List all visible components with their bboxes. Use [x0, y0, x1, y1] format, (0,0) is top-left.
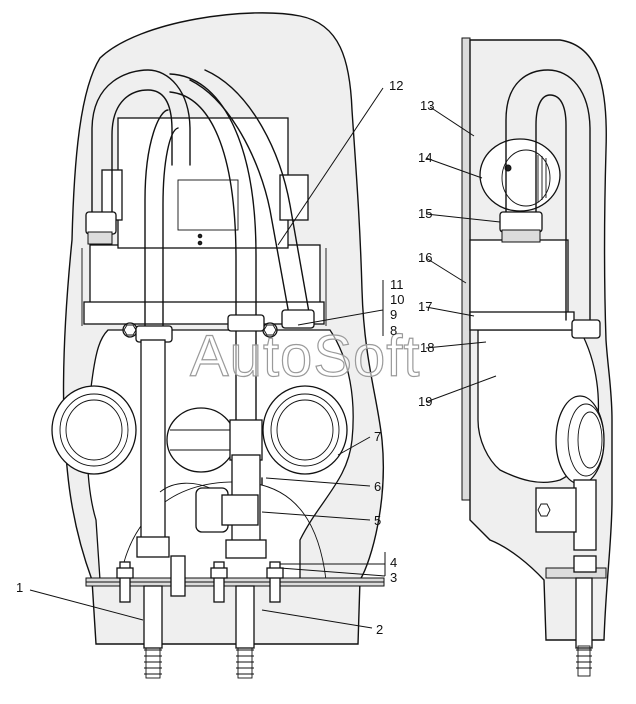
side-fan [479, 138, 561, 212]
watermark-text: AutoSoft [190, 324, 420, 389]
floor-plate-front [85, 555, 385, 679]
callout-13: 13 [420, 98, 434, 113]
center-port [166, 407, 236, 473]
callout-19: 19 [418, 394, 432, 409]
callout-1: 1 [16, 580, 23, 595]
callout-8: 8 [390, 323, 397, 338]
callout-3: 3 [390, 570, 397, 585]
callout-2: 2 [376, 622, 383, 637]
callout-14: 14 [418, 150, 432, 165]
left-port [51, 385, 137, 475]
side-wall [461, 37, 471, 501]
callout-10: 10 [390, 292, 404, 307]
callout-4: 4 [390, 555, 397, 570]
heater-box [81, 117, 327, 338]
callout-17: 17 [418, 299, 432, 314]
pipes-front [136, 339, 267, 559]
side-view [461, 37, 613, 677]
callout-12: 12 [389, 78, 403, 93]
side-port [535, 395, 605, 551]
callouts: 1 2 3 4 5 6 7 8 9 10 11 12 13 14 15 16 1… [16, 78, 434, 637]
front-view [51, 12, 385, 679]
right-port [262, 385, 348, 475]
hoses-front [85, 69, 315, 541]
callout-5: 5 [374, 513, 381, 528]
side-heater-box [469, 239, 569, 319]
callout-6: 6 [374, 479, 381, 494]
hoses-side [499, 69, 601, 339]
callout-7: 7 [374, 429, 381, 444]
callout-15: 15 [418, 206, 432, 221]
callout-18: 18 [420, 340, 434, 355]
callout-9: 9 [390, 307, 397, 322]
callout-16: 16 [418, 250, 432, 265]
leader-lines [29, 87, 501, 629]
callout-11: 11 [390, 277, 404, 292]
